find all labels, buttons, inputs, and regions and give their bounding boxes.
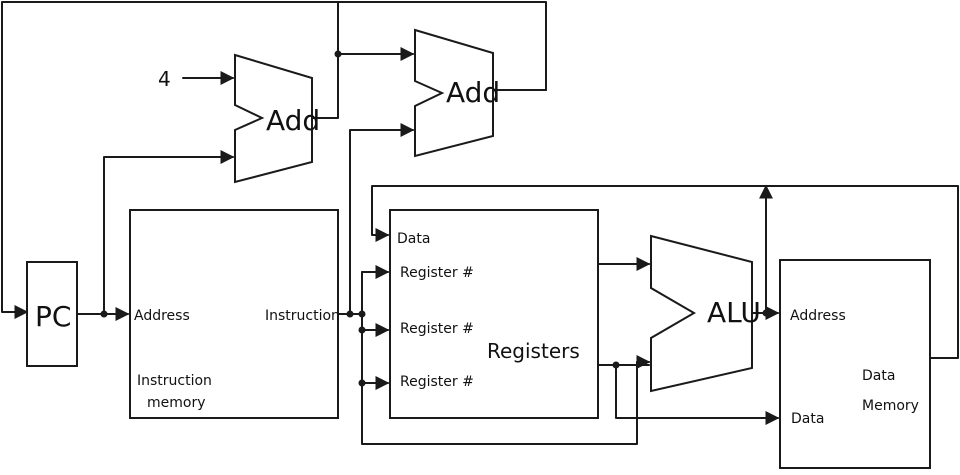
alu-shape: [650, 234, 753, 393]
wire-instr-bus: [361, 271, 638, 445]
pc-label: PC: [35, 300, 71, 333]
junction-reg2: [358, 326, 366, 334]
reg-num3-label: Register #: [400, 374, 474, 390]
reg-data-label: Data: [397, 231, 430, 247]
wire-pc-feedback: [1, 1, 547, 319]
data-memory-block: [779, 259, 931, 469]
junction-regout2: [612, 361, 620, 369]
wire-instr-to-alu: [636, 355, 651, 373]
junction-alu-out: [762, 309, 770, 317]
register-file-block: [389, 209, 599, 419]
dmem-title-2: Memory: [862, 398, 919, 414]
adder-right-shape: [414, 28, 494, 158]
junction-top: [334, 50, 342, 58]
alu-label: ALU: [707, 296, 761, 329]
wire-regout2-dmem: [615, 364, 780, 425]
wire-adder-left-out: [311, 1, 339, 119]
dmem-title-1: Data: [862, 368, 895, 384]
dmem-address-label: Address: [790, 308, 846, 324]
wire-instr-to-adder: [349, 123, 415, 315]
junction-instr-b: [358, 310, 366, 318]
junction-pc: [100, 310, 108, 318]
imem-instruction-label: Instruction: [265, 308, 340, 324]
wire-pc-to-adder: [103, 150, 235, 315]
four-label: 4: [158, 67, 171, 91]
junction-instr-a: [346, 310, 354, 318]
imem-title-2: memory: [147, 395, 206, 411]
registers-title: Registers: [487, 339, 580, 363]
dmem-data-label: Data: [791, 411, 824, 427]
imem-address-label: Address: [134, 308, 190, 324]
reg-num1-label: Register #: [400, 265, 474, 281]
reg-num2-label: Register #: [400, 321, 474, 337]
adder-right-label: Add: [446, 76, 500, 109]
adder-left-shape: [234, 53, 313, 184]
junction-reg3: [358, 379, 366, 387]
adder-left-label: Add: [266, 104, 320, 137]
wire-writeback: [371, 185, 959, 359]
imem-title-1: Instruction: [137, 373, 212, 389]
